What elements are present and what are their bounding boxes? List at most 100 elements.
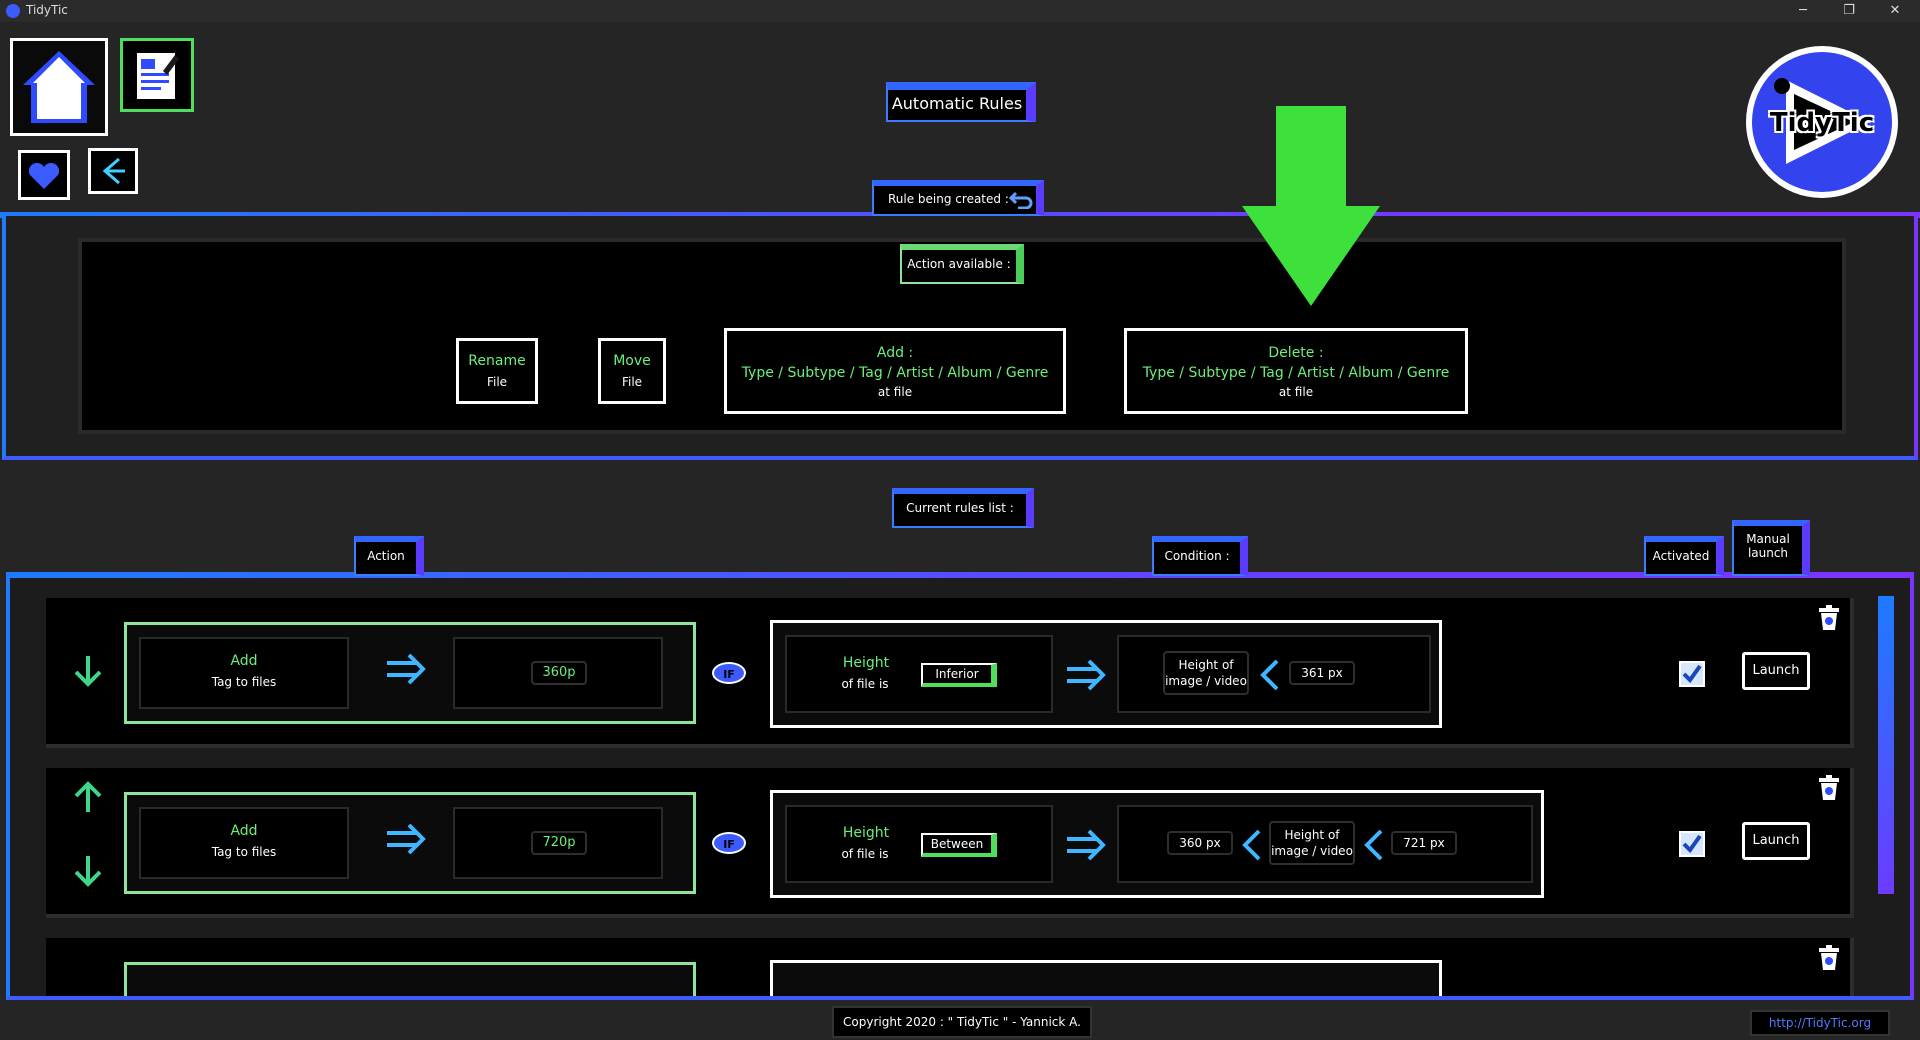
- condition-target-l1: Height of: [1178, 658, 1234, 672]
- rule-action-value-box: 360p: [453, 637, 663, 709]
- action-available-label: Action available :: [900, 244, 1024, 284]
- trash-icon[interactable]: [1816, 944, 1842, 972]
- condition-operator[interactable]: Inferior: [921, 663, 997, 687]
- rule-action-box[interactable]: [124, 962, 696, 996]
- less-than-icon: [1364, 829, 1383, 861]
- move-down-icon[interactable]: [70, 652, 106, 690]
- rule-action-sub: Tag to files: [211, 845, 277, 859]
- document-edit-icon: [137, 53, 179, 99]
- rule-condition-box[interactable]: Height of file is Between 360 px Height …: [770, 790, 1544, 898]
- rule-being-created-label: Rule being created :: [872, 180, 1044, 216]
- rule-action-box[interactable]: Add Tag to files 720p: [124, 792, 696, 894]
- add-metadata-button[interactable]: Add : Type / Subtype / Tag / Artist / Al…: [724, 328, 1066, 414]
- condition-l2: of file is: [841, 677, 889, 691]
- trash-icon[interactable]: [1816, 604, 1842, 632]
- move-sub: File: [621, 375, 643, 389]
- rule-action-type: Add Tag to files: [139, 637, 349, 709]
- undo-icon[interactable]: [1008, 189, 1034, 209]
- delete-sub: at file: [1278, 385, 1314, 399]
- condition-l1: Height: [842, 825, 890, 841]
- home-icon: [13, 41, 105, 133]
- activated-checkbox[interactable]: [1678, 660, 1706, 688]
- condition-target[interactable]: Height of image / video: [1163, 651, 1249, 695]
- trash-icon[interactable]: [1816, 774, 1842, 802]
- scrollbar-thumb[interactable]: [1878, 596, 1894, 894]
- rule-being-created-text: Rule being created :: [888, 192, 1009, 206]
- activated-checkbox[interactable]: [1678, 830, 1706, 858]
- divider-rules: [6, 572, 1914, 578]
- rename-sub: File: [486, 375, 508, 389]
- less-than-icon: [1242, 829, 1261, 861]
- rule-condition-subject: Height of file is Inferior: [785, 635, 1053, 713]
- condition-target-l2: image / video: [1271, 844, 1353, 858]
- column-condition: Condition :: [1152, 536, 1248, 576]
- condition-limit[interactable]: 721 px: [1391, 831, 1457, 855]
- implies-arrow-icon: [387, 823, 426, 855]
- rule-condition-subject: Height of file is Between: [785, 805, 1053, 883]
- column-action: Action: [354, 536, 424, 576]
- column-activated: Activated: [1644, 536, 1724, 576]
- copyright: Copyright 2020 : " TidyTic " - Yannick A…: [832, 1006, 1092, 1038]
- close-button[interactable]: ✕: [1889, 3, 1901, 18]
- condition-l2: of file is: [841, 847, 889, 861]
- rule-condition-target: Height of image / video 361 px: [1117, 635, 1431, 713]
- rule-action-value-box: 720p: [453, 807, 663, 879]
- arrow-down-icon: [1242, 106, 1380, 306]
- launch-button[interactable]: Launch: [1742, 822, 1810, 860]
- column-manual-launch: Manual launch: [1732, 520, 1810, 576]
- add-fields: Type / Subtype / Tag / Artist / Album / …: [741, 365, 1049, 381]
- rename-file-button[interactable]: Rename File: [456, 338, 538, 404]
- tidytic-logo: TidyTic: [1742, 42, 1902, 202]
- implies-arrow-icon: [387, 653, 426, 685]
- rule-action-title: Add: [230, 823, 258, 839]
- if-badge: IF: [712, 832, 746, 854]
- app-icon: [6, 4, 20, 18]
- delete-title: Delete :: [1268, 345, 1324, 361]
- condition-low[interactable]: 360 px: [1167, 831, 1233, 855]
- launch-button[interactable]: Launch: [1742, 652, 1810, 690]
- title-bar: TidyTic ─ ❐ ✕: [0, 0, 1920, 22]
- less-than-icon: [1260, 659, 1279, 691]
- page-title: Automatic Rules: [886, 82, 1036, 122]
- rule-action-type: Add Tag to files: [139, 807, 349, 879]
- rename-title: Rename: [468, 353, 526, 369]
- rule-action-value[interactable]: 720p: [531, 831, 587, 855]
- home-button[interactable]: [10, 38, 108, 136]
- rules-button[interactable]: [120, 38, 194, 112]
- heart-icon: [28, 162, 60, 189]
- rule-action-value[interactable]: 360p: [531, 661, 587, 685]
- condition-operator[interactable]: Between: [921, 833, 997, 857]
- rule-row-3: [46, 938, 1854, 996]
- website-link[interactable]: http://TidyTic.org: [1750, 1010, 1890, 1036]
- rule-row-1: Add Tag to files 360p IF Height of file …: [46, 598, 1854, 748]
- back-button[interactable]: [88, 148, 138, 194]
- if-badge: IF: [712, 662, 746, 684]
- move-file-button[interactable]: Move File: [598, 338, 666, 404]
- maximize-button[interactable]: ❐: [1843, 3, 1855, 18]
- rule-condition-target: 360 px Height of image / video 721 px: [1117, 805, 1533, 883]
- rule-condition-box[interactable]: Height of file is Inferior Height of ima…: [770, 620, 1442, 728]
- condition-target-l1: Height of: [1284, 828, 1340, 842]
- move-down-icon[interactable]: [70, 852, 106, 890]
- delete-metadata-button[interactable]: Delete : Type / Subtype / Tag / Artist /…: [1124, 328, 1468, 414]
- delete-fields: Type / Subtype / Tag / Artist / Album / …: [1142, 365, 1450, 381]
- column-manual-l2: launch: [1747, 546, 1789, 560]
- move-up-icon[interactable]: [70, 778, 106, 816]
- minimize-button[interactable]: ─: [1799, 3, 1807, 18]
- add-sub: at file: [877, 385, 913, 399]
- condition-target[interactable]: Height of image / video: [1269, 821, 1355, 865]
- rule-action-title: Add: [230, 653, 258, 669]
- column-manual-l1: Manual: [1746, 532, 1790, 546]
- favorites-button[interactable]: [18, 150, 70, 200]
- arrow-left-icon: [102, 157, 125, 185]
- rules-list-panel: Add Tag to files 360p IF Height of file …: [6, 578, 1914, 1000]
- condition-target-l2: image / video: [1165, 674, 1247, 688]
- rule-action-sub: Tag to files: [211, 675, 277, 689]
- rule-condition-box[interactable]: [770, 960, 1442, 996]
- rule-action-box[interactable]: Add Tag to files 360p: [124, 622, 696, 724]
- implies-arrow-icon: [1067, 829, 1106, 861]
- rule-row-2: Add Tag to files 720p IF Height of file …: [46, 768, 1854, 918]
- condition-l1: Height: [842, 655, 890, 671]
- implies-arrow-icon: [1067, 659, 1106, 691]
- condition-limit[interactable]: 361 px: [1289, 661, 1355, 685]
